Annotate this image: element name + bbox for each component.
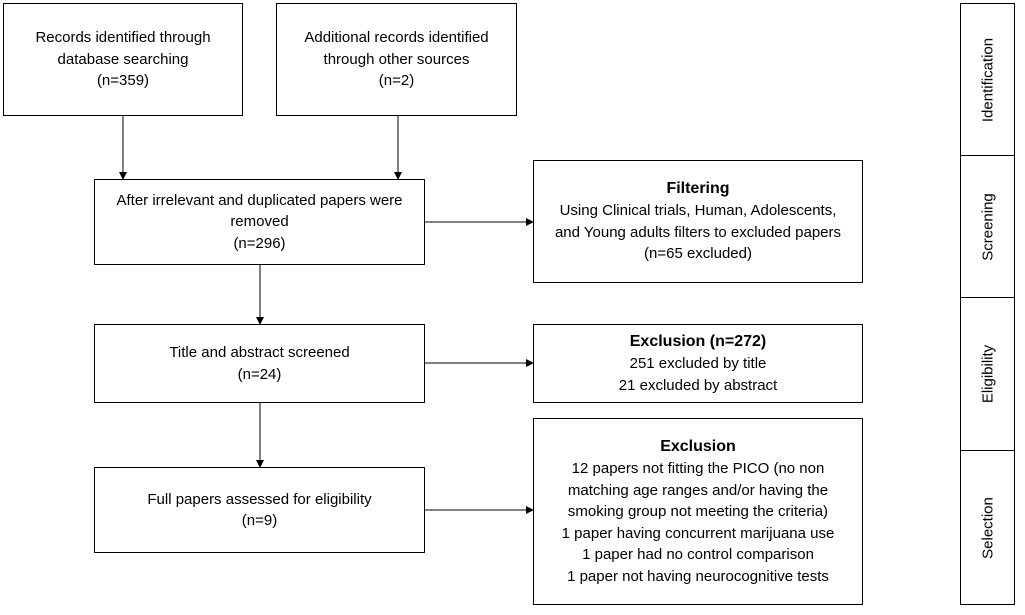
stage-screening: Screening xyxy=(961,156,1014,298)
box-other-sources: Additional records identified through ot… xyxy=(276,3,517,116)
stage-label: Eligibility xyxy=(979,344,996,404)
stage-label: Screening xyxy=(979,192,996,261)
box-text: 1 paper had no control comparison xyxy=(582,546,814,563)
stage-identification: Identification xyxy=(961,4,1014,156)
stage-label: Identification xyxy=(979,37,996,122)
box-text: matching age ranges and/or having the xyxy=(567,481,829,499)
box-exclusion-title-abstract: Exclusion (n=272) 251 excluded by title … xyxy=(533,324,863,403)
box-title-abstract-screened: Title and abstract screened (n=24) xyxy=(94,324,425,403)
box-text: Full papers assessed for eligibility xyxy=(147,490,372,508)
box-text: Title and abstract screened xyxy=(169,344,350,361)
box-count: (n=24) xyxy=(237,365,282,383)
box-filtering: Filtering Using Clinical trials, Human, … xyxy=(533,160,863,283)
box-text: 1 paper not having neurocognitive tests xyxy=(567,567,829,585)
box-text: Additional records identified xyxy=(304,29,489,47)
box-count: (n=296) xyxy=(233,234,286,252)
box-title: Exclusion xyxy=(660,438,736,455)
box-text: database searching xyxy=(57,50,189,68)
stage-eligibility: Eligibility xyxy=(961,298,1014,451)
box-text: 21 excluded by abstract xyxy=(618,376,778,394)
box-title: Filtering xyxy=(666,180,730,198)
stage-column: Identification Screening Eligibility Sel… xyxy=(960,3,1015,605)
box-count: (n=359) xyxy=(96,72,150,90)
box-count: (n=65 excluded) xyxy=(644,245,752,263)
box-text: through other sources xyxy=(323,50,470,68)
box-count: (n=9) xyxy=(241,512,278,529)
box-text: After irrelevant and duplicated papers w… xyxy=(116,191,403,209)
box-database-records: Records identified through database sear… xyxy=(3,3,243,116)
box-text: 251 excluded by title xyxy=(629,355,767,372)
box-text: and Young adults filters to excluded pap… xyxy=(554,223,842,241)
box-text: removed xyxy=(230,213,289,231)
box-text: 12 papers not fitting the PICO (no non xyxy=(571,460,825,477)
box-text: Using Clinical trials, Human, Adolescent… xyxy=(559,202,837,220)
box-text: Records identified through xyxy=(35,29,211,47)
box-text: smoking group not meeting the criteria) xyxy=(567,503,829,520)
box-deduplicated: After irrelevant and duplicated papers w… xyxy=(94,179,425,265)
box-exclusion-full-text: Exclusion 12 papers not fitting the PICO… xyxy=(533,418,863,605)
stage-selection: Selection xyxy=(961,451,1014,604)
box-full-papers-assessed: Full papers assessed for eligibility (n=… xyxy=(94,467,425,553)
box-count: (n=2) xyxy=(378,72,415,90)
box-text: 1 paper having concurrent marijuana use xyxy=(561,524,835,542)
stage-label: Selection xyxy=(979,496,996,559)
box-title: Exclusion (n=272) xyxy=(629,333,767,350)
